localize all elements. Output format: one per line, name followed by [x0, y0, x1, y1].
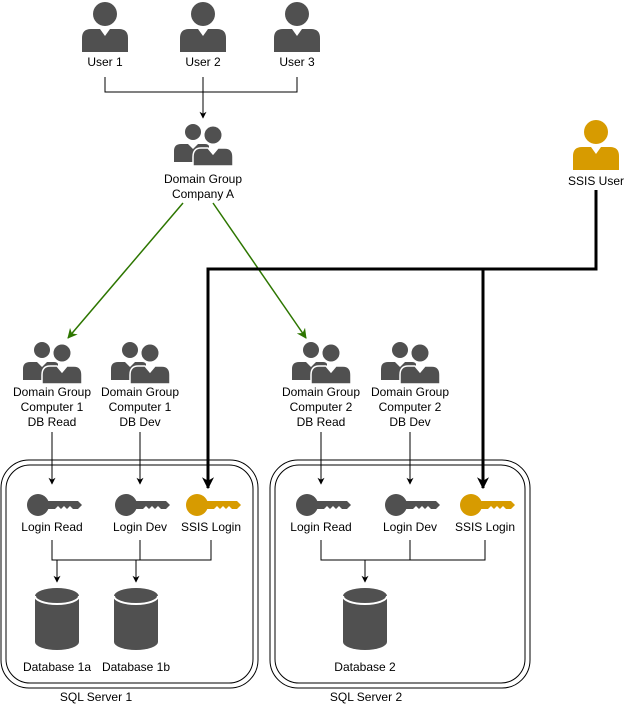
- login-label: SSIS Login: [455, 520, 515, 534]
- group-label-line: Computer 1: [109, 400, 172, 414]
- database-label: Database 1b: [102, 660, 170, 674]
- user-2: User 2: [180, 2, 226, 69]
- sql-server-1-box: [0, 459, 259, 689]
- login-label: SSIS Login: [181, 520, 241, 534]
- domain-group-computer-1-db-read: Domain Group Computer 1 DB Read: [13, 341, 91, 429]
- login-label: Login Read: [290, 520, 351, 534]
- group-label-line: DB Dev: [119, 415, 160, 429]
- group-label-line: Computer 1: [21, 400, 84, 414]
- database-icon: [34, 587, 80, 651]
- ssis-user-label: SSIS User: [568, 174, 624, 188]
- ssis-user-main-line: [202, 190, 598, 490]
- s1-login-read: Login Read: [21, 494, 83, 534]
- sql-server-1-label: SQL Server 1: [60, 690, 133, 704]
- user-1: User 1: [82, 2, 128, 69]
- database-1b: Database 1b: [102, 587, 170, 674]
- group-label-line: DB Read: [297, 415, 346, 429]
- user-icon: [180, 2, 226, 52]
- ssis-user: SSIS User: [568, 120, 624, 188]
- user-label: User 3: [279, 55, 315, 69]
- key-icon: [385, 494, 440, 516]
- s2-login-dev: Login Dev: [383, 494, 440, 534]
- login-label: Login Read: [21, 520, 82, 534]
- user-icon: [82, 2, 128, 52]
- group-label-line: Domain Group: [371, 385, 449, 399]
- users-merge-line: [104, 77, 298, 93]
- s2-ssis-login: SSIS Login: [455, 494, 515, 534]
- key-icon: [460, 494, 515, 516]
- sql-server-2-label: SQL Server 2: [330, 690, 403, 704]
- group-label-line: Domain Group: [101, 385, 179, 399]
- domain-group-computer-1-db-dev: Domain Group Computer 1 DB Dev: [101, 341, 179, 429]
- database-icon: [113, 587, 159, 651]
- group-label-line: Computer 2: [290, 400, 353, 414]
- key-icon: [186, 494, 241, 516]
- database-1a: Database 1a: [23, 587, 91, 674]
- s2-logins-merge-line: [320, 540, 486, 561]
- group-label-line: Domain Group: [13, 385, 91, 399]
- key-icon: [296, 494, 351, 516]
- domain-group-company-a: Domain Group Company A: [164, 123, 242, 201]
- user-group-icon: [173, 123, 234, 167]
- user-3: User 3: [274, 2, 320, 69]
- group-label-line: Computer 2: [379, 400, 442, 414]
- user-icon: [274, 2, 320, 52]
- domain-group-computer-2-db-dev: Domain Group Computer 2 DB Dev: [371, 341, 449, 429]
- database-label: Database 1a: [23, 660, 91, 674]
- database-label: Database 2: [334, 660, 396, 674]
- company-to-computer-1-arrow: [67, 202, 184, 339]
- user-label: User 2: [185, 55, 221, 69]
- group-label-line: Domain Group: [282, 385, 360, 399]
- s1-login-dev: Login Dev: [113, 494, 170, 534]
- s1-ssis-login: SSIS Login: [181, 494, 241, 534]
- group-label-line: DB Read: [28, 415, 77, 429]
- database-2: Database 2: [334, 587, 396, 674]
- group-label-line: Domain Group: [164, 172, 242, 186]
- key-icon: [115, 494, 170, 516]
- user-icon: [573, 120, 619, 170]
- s1-logins-merge-line: [51, 540, 212, 561]
- connectors: [48, 77, 486, 583]
- user-group-icon: [110, 341, 171, 385]
- group-label-line: Company A: [172, 187, 234, 201]
- key-icon: [27, 494, 82, 516]
- user-group-icon: [22, 341, 83, 385]
- sql-server-2-box: [269, 459, 531, 689]
- s2-login-read: Login Read: [290, 494, 352, 534]
- domain-group-computer-2-db-read: Domain Group Computer 2 DB Read: [282, 341, 360, 429]
- ssis-user-lines: [202, 190, 598, 490]
- login-label: Login Dev: [383, 520, 437, 534]
- user-label: User 1: [87, 55, 123, 69]
- group-label-line: DB Dev: [389, 415, 430, 429]
- login-label: Login Dev: [113, 520, 167, 534]
- user-group-icon: [380, 341, 441, 385]
- user-group-icon: [291, 341, 352, 385]
- database-icon: [342, 587, 388, 651]
